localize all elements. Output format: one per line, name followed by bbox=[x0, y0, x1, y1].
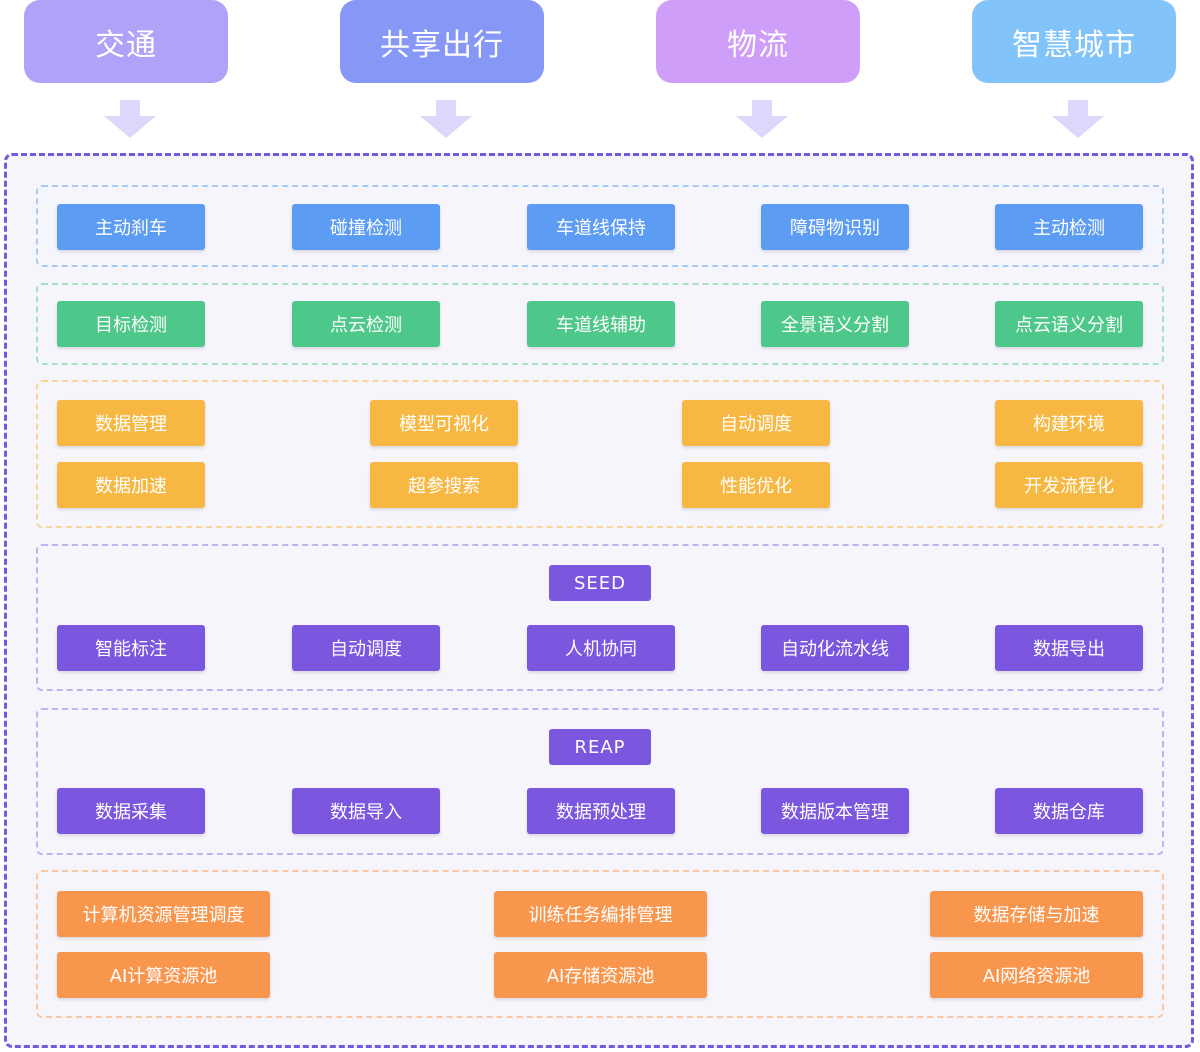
seed-item: 自动调度 bbox=[292, 625, 440, 671]
tools-item: 数据管理 bbox=[57, 400, 205, 446]
reap-item: 数据采集 bbox=[57, 788, 205, 834]
tools-item: 超参搜索 bbox=[370, 462, 518, 508]
perception-item: 车道线保持 bbox=[527, 204, 675, 250]
perception-item: 碰撞检测 bbox=[292, 204, 440, 250]
seed-item: 数据导出 bbox=[995, 625, 1143, 671]
tools-item: 构建环境 bbox=[995, 400, 1143, 446]
detection-layer bbox=[36, 283, 1164, 365]
seed-item: 自动化流水线 bbox=[761, 625, 909, 671]
reap-layer bbox=[36, 708, 1164, 855]
perception-item: 主动检测 bbox=[995, 204, 1143, 250]
infra-item: AI计算资源池 bbox=[57, 952, 270, 998]
reap-item: 数据版本管理 bbox=[761, 788, 909, 834]
tools-item: 数据加速 bbox=[57, 462, 205, 508]
reap-item: 数据仓库 bbox=[995, 788, 1143, 834]
reap-item: 数据导入 bbox=[292, 788, 440, 834]
tools-item: 模型可视化 bbox=[370, 400, 518, 446]
infra-item: AI网络资源池 bbox=[930, 952, 1143, 998]
down-arrow-icon bbox=[420, 100, 472, 138]
seed-layer bbox=[36, 544, 1164, 691]
down-arrow-icon bbox=[1052, 100, 1104, 138]
detection-item: 点云语义分割 bbox=[995, 301, 1143, 347]
perception-item: 主动刹车 bbox=[57, 204, 205, 250]
tools-item: 性能优化 bbox=[682, 462, 830, 508]
down-arrow-icon bbox=[736, 100, 788, 138]
top-box-shared-mobility: 共享出行 bbox=[340, 0, 544, 83]
detection-item: 点云检测 bbox=[292, 301, 440, 347]
tools-item: 开发流程化 bbox=[995, 462, 1143, 508]
perception-item: 障碍物识别 bbox=[761, 204, 909, 250]
top-box-smart-city: 智慧城市 bbox=[972, 0, 1176, 83]
tools-item: 自动调度 bbox=[682, 400, 830, 446]
infra-item: 训练任务编排管理 bbox=[494, 891, 707, 937]
reap-item: 数据预处理 bbox=[527, 788, 675, 834]
infra-item: AI存储资源池 bbox=[494, 952, 707, 998]
infra-item: 计算机资源管理调度 bbox=[57, 891, 270, 937]
tools-layer bbox=[36, 380, 1164, 528]
infra-item: 数据存储与加速 bbox=[930, 891, 1143, 937]
seed-item: 人机协同 bbox=[527, 625, 675, 671]
down-arrow-icon bbox=[104, 100, 156, 138]
perception-layer bbox=[36, 185, 1164, 267]
detection-item: 全景语义分割 bbox=[761, 301, 909, 347]
detection-item: 车道线辅助 bbox=[527, 301, 675, 347]
seed-title: SEED bbox=[549, 565, 651, 601]
detection-item: 目标检测 bbox=[57, 301, 205, 347]
reap-title: REAP bbox=[549, 729, 651, 765]
seed-item: 智能标注 bbox=[57, 625, 205, 671]
top-box-traffic: 交通 bbox=[24, 0, 228, 83]
infra-layer bbox=[36, 870, 1164, 1018]
top-box-logistics: 物流 bbox=[656, 0, 860, 83]
